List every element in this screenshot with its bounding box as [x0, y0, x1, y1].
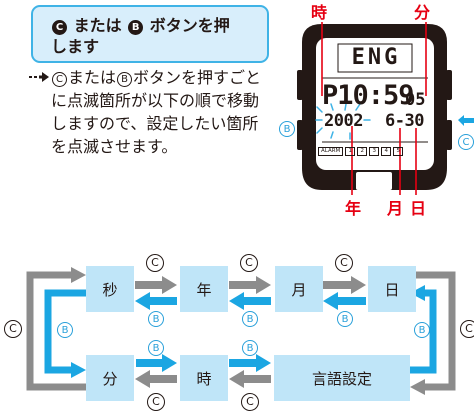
flow-c-label: C [146, 254, 164, 272]
minute-label: 分 [414, 3, 431, 22]
watch-date-year: 2002 [324, 111, 363, 131]
instruction-or: または [73, 16, 122, 35]
gray-loop-right [416, 271, 456, 391]
result-arrow-icon [29, 72, 49, 82]
day-label: 日 [410, 199, 427, 218]
flow-b-label-left: B [57, 322, 73, 338]
node-day: 日 [368, 266, 416, 312]
flow-b-label: B [242, 340, 258, 356]
gray-arrow-right [135, 276, 366, 294]
flow-c-label: C [241, 393, 259, 411]
watch-b-button-label: B [279, 121, 295, 137]
flow-c-label: C [335, 254, 353, 272]
c-button-symbol: C [52, 20, 67, 35]
watch-time-main: P10:59 [322, 80, 415, 111]
watch-alarm-strip: ALARM 1 2 3 4 5 [318, 146, 432, 156]
alarm-box: 4 [381, 146, 392, 156]
blue-loop-left [44, 289, 86, 374]
node-minute: 分 [86, 355, 134, 401]
b-button-symbol: B [128, 20, 144, 35]
description-part1: または [68, 68, 117, 87]
alarm-box: 1 [345, 146, 356, 156]
flow-b-label: B [337, 311, 353, 327]
b-key-symbol: B [117, 72, 133, 87]
flow-c-label: C [240, 254, 258, 272]
blue-arrow-left [135, 292, 366, 310]
alarm-label: ALARM [318, 146, 344, 156]
watch-date-month-day: 6-30 [385, 111, 424, 131]
node-year: 年 [180, 266, 228, 312]
flow-b-label: B [242, 311, 258, 327]
blue-loop-right [410, 289, 437, 374]
instruction-box: C または B ボタンを押 します [31, 5, 269, 63]
node-hour: 時 [180, 355, 228, 401]
watch-top-text: ENG [351, 45, 401, 70]
month-label: 月 [387, 199, 404, 218]
flow-c-label-left: C [4, 320, 22, 338]
description-part2: ボタンを押すごとに点滅箇所が以下の順で移動しますので、設定したい箇所を点滅させま… [51, 68, 262, 156]
flow-b-label: B [148, 340, 164, 356]
c-key-symbol: C [52, 72, 67, 87]
blue-arrow-right [136, 354, 271, 372]
instruction-rest: ボタンを押 [149, 16, 230, 35]
flow-b-label-right: B [414, 322, 430, 338]
node-second: 秒 [86, 266, 134, 312]
flow-c-label: C [147, 393, 165, 411]
node-language-setting: 言語設定 [274, 355, 410, 401]
node-month: 月 [275, 266, 323, 312]
gray-loop-left [26, 271, 86, 391]
alarm-box: 5 [393, 146, 404, 156]
hour-label: 時 [311, 3, 328, 22]
year-label: 年 [345, 199, 362, 218]
alarm-box: 3 [369, 146, 380, 156]
flow-c-label-right: C [460, 320, 474, 338]
flow-b-label: B [148, 311, 164, 327]
alarm-box: 2 [357, 146, 368, 156]
instruction-line2: します [51, 37, 100, 56]
gray-arrow-left [135, 370, 271, 388]
watch-time-seconds: 05 [405, 90, 426, 110]
